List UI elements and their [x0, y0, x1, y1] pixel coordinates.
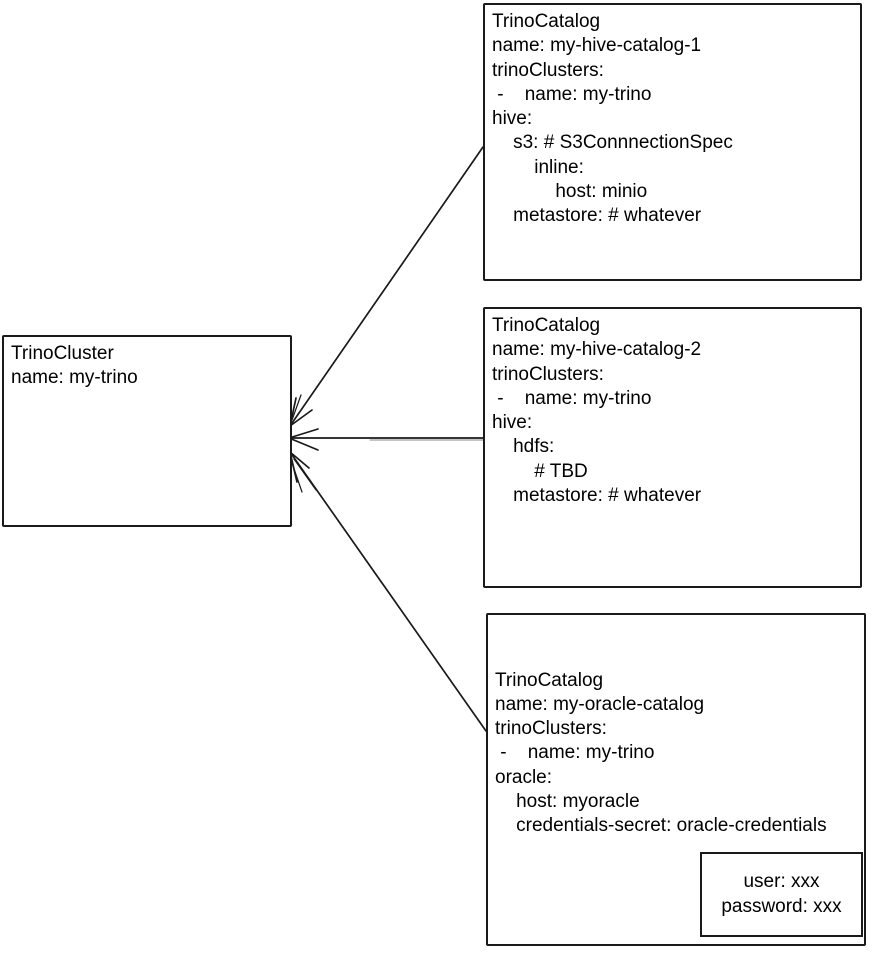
code-line: hive: — [492, 412, 533, 434]
code-line: oracle: — [495, 766, 553, 788]
code-line: - name: my-trino — [492, 387, 652, 409]
code-line: - name: my-trino — [492, 83, 652, 105]
code-line: trinoClusters: — [495, 718, 607, 740]
code-line: name: my-oracle-catalog — [495, 693, 705, 715]
code-line: credentials-secret: oracle-credentials — [495, 815, 827, 837]
code-line: hive: — [492, 108, 533, 130]
code-line: trinoClusters: — [492, 59, 604, 81]
code-line: - name: my-trino — [495, 742, 655, 764]
node-trino-cluster: TrinoCluster name: my-trino — [2, 335, 292, 527]
code-line: name: my-hive-catalog-1 — [492, 35, 702, 57]
code-line: s3: # S3ConnnectionSpec — [492, 132, 733, 154]
code-line: password: xxx — [721, 895, 842, 917]
code-line: hdfs: — [492, 436, 555, 458]
connector-catalog1-to-cluster — [289, 146, 484, 427]
arrowhead-stray-stroke — [291, 462, 303, 493]
arrowhead-stray-stroke — [293, 458, 317, 491]
code-line: metastore: # whatever — [492, 485, 702, 507]
connector-catalog3-to-cluster — [289, 451, 487, 732]
connector-line — [289, 451, 487, 732]
code-line: TrinoCatalog — [495, 669, 604, 691]
code-line: metastore: # whatever — [492, 205, 702, 227]
code-line: TrinoCluster — [11, 343, 114, 364]
arrowhead-stroke — [289, 451, 310, 469]
arrowhead-stroke — [288, 428, 319, 439]
connector-line — [289, 146, 484, 427]
arrowhead-stroke — [288, 437, 319, 451]
code-line: name: my-hive-catalog-2 — [492, 339, 702, 361]
code-line: # TBD — [492, 460, 588, 482]
arrowhead-stroke — [289, 409, 313, 427]
code-line: name: my-trino — [11, 367, 138, 389]
code-line: trinoClusters: — [492, 363, 604, 385]
code-line: TrinoCatalog — [492, 11, 601, 32]
connector-catalog2-to-cluster — [288, 428, 484, 451]
code-line: host: minio — [492, 181, 648, 203]
code-line: user: xxx — [743, 871, 820, 893]
code-line: host: myoracle — [495, 791, 640, 813]
arrowhead-stray-stroke — [291, 394, 302, 421]
code-line: inline: — [492, 156, 584, 178]
code-line: TrinoCatalog — [492, 315, 601, 336]
